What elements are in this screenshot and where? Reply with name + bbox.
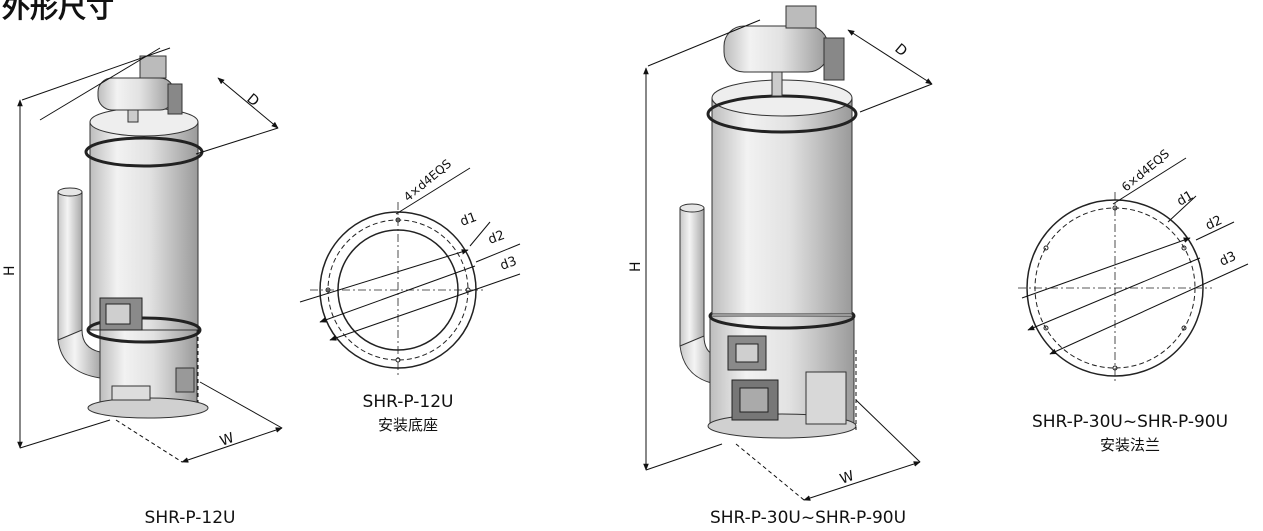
left-width-label: W (218, 430, 237, 450)
left-d3-label: d3 (498, 254, 519, 274)
right-flange-name: 安装法兰 (1099, 436, 1160, 454)
left-height-label: H (2, 265, 18, 276)
left-base-plate-drawing: 4×d4EQS d1 d2 d3 (299, 157, 521, 378)
left-base-name: 安装底座 (377, 416, 438, 434)
right-width-label: W (838, 468, 857, 488)
left-machine-caption: SHR-P-12U (144, 508, 236, 528)
right-flange-drawing: 6×d4EQS d1 d2 d3 (1018, 147, 1249, 384)
left-depth-label: D (243, 91, 262, 110)
left-d2-label: d2 (486, 228, 507, 248)
right-machine-caption: SHR-P-30U~SHR-P-90U (709, 508, 907, 528)
right-height-label: H (628, 261, 644, 272)
right-d1-label: d1 (1175, 188, 1197, 209)
left-base-model: SHR-P-12U (362, 392, 454, 412)
left-machine-drawing (57, 55, 209, 419)
left-base-caption: SHR-P-12U 安装底座 (348, 392, 468, 435)
right-d2-label: d2 (1203, 213, 1224, 234)
left-machine-dimensions: H D W (2, 47, 283, 463)
right-flange-model: SHR-P-30U~SHR-P-90U (1031, 412, 1229, 432)
right-depth-label: D (891, 41, 910, 60)
left-hole-label: 4×d4EQS (401, 157, 454, 205)
right-hole-label: 6×d4EQS (1119, 147, 1172, 195)
right-d3-label: d3 (1217, 249, 1238, 270)
left-d1-label: d1 (458, 210, 479, 230)
right-machine-drawing (679, 5, 858, 439)
page-title: 外形尺寸 (2, 0, 115, 24)
right-flange-caption: SHR-P-30U~SHR-P-90U 安装法兰 (1010, 412, 1250, 455)
